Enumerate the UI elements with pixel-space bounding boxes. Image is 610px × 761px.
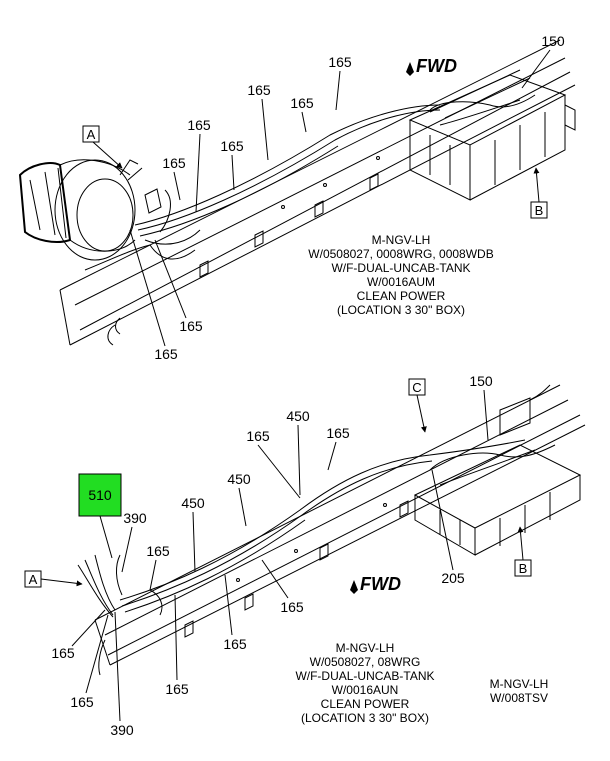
bottom-205-text: 205 bbox=[441, 570, 465, 586]
top-harness bbox=[84, 104, 441, 346]
bottom-caption-line: W/F-DUAL-UNCAB-TANK bbox=[295, 669, 434, 683]
top-165-label: 165 bbox=[187, 117, 211, 133]
bottom-caption-line: W/0016AUN bbox=[332, 683, 399, 697]
bottom-165-label: 165 bbox=[146, 543, 170, 559]
bottom-165-label: 165 bbox=[165, 681, 189, 697]
top-battery-box bbox=[408, 69, 576, 201]
bottom-390-label: 390 bbox=[110, 722, 134, 738]
bottom-165-label: 165 bbox=[246, 428, 270, 444]
top-165-label: 165 bbox=[290, 95, 314, 111]
bottom-caption-line: (LOCATION 3 30" BOX) bbox=[301, 711, 429, 725]
bottom-450-label: 450 bbox=[181, 495, 205, 511]
top-label-150: 150 bbox=[521, 33, 565, 89]
bottom-150-text: 150 bbox=[469, 373, 493, 389]
top-caption: M-NGV-LH W/0508027, 0008WRG, 0008WDB W/F… bbox=[308, 233, 493, 317]
bottom-box-a-label: A bbox=[29, 572, 38, 587]
bottom-165-label: 165 bbox=[51, 645, 75, 661]
top-165-label: 165 bbox=[220, 138, 244, 154]
bottom-fwd-text: FWD bbox=[360, 574, 401, 594]
bottom-box-c-label: C bbox=[412, 380, 421, 395]
bottom-callout-b: B bbox=[514, 526, 532, 577]
top-callout-a: A bbox=[82, 125, 123, 169]
top-fwd-label: FWD bbox=[406, 56, 457, 76]
top-165-label: 165 bbox=[328, 54, 352, 70]
bottom-battery-box bbox=[413, 384, 582, 556]
top-165-label: 165 bbox=[154, 346, 178, 362]
bottom-callout-c: C bbox=[408, 378, 427, 433]
top-box-b-label: B bbox=[535, 203, 544, 218]
top-165-label: 165 bbox=[247, 82, 271, 98]
top-fwd-text: FWD bbox=[416, 56, 457, 76]
bottom-165-label: 165 bbox=[280, 599, 304, 615]
top-caption-line: (LOCATION 3 30" BOX) bbox=[337, 303, 465, 317]
top-165-label: 165 bbox=[179, 318, 203, 334]
bottom-450-label: 450 bbox=[286, 408, 310, 424]
bottom-part-labels: 390 390 450 450 450 165 165 165 165 165 … bbox=[51, 408, 350, 738]
top-callout-b: B bbox=[530, 167, 548, 219]
top-caption-line: W/F-DUAL-UNCAB-TANK bbox=[331, 261, 470, 275]
top-caption-line: CLEAN POWER bbox=[357, 289, 446, 303]
top-caption-line: W/0016AUM bbox=[367, 275, 435, 289]
bottom-390-label: 390 bbox=[123, 510, 147, 526]
bottom-caption-right: M-NGV-LH W/008TSV bbox=[490, 677, 549, 705]
top-150-text: 150 bbox=[541, 33, 565, 49]
top-leader-lines bbox=[129, 70, 341, 347]
bottom-label-205: 205 bbox=[431, 469, 465, 586]
top-part-labels: 165 165 165 165 165 165 165 165 bbox=[154, 54, 352, 362]
bottom-highlight-510[interactable]: 510 bbox=[78, 473, 122, 559]
top-frame-rail bbox=[59, 39, 576, 346]
bottom-165-label: 165 bbox=[326, 425, 350, 441]
bottom-harness bbox=[77, 439, 526, 676]
highlight-510-label: 510 bbox=[88, 487, 112, 503]
bottom-caption-line: M-NGV-LH bbox=[336, 641, 395, 655]
bottom-165-label: 165 bbox=[223, 636, 247, 652]
bottom-caption-right-line: M-NGV-LH bbox=[490, 677, 549, 691]
bottom-box-b-label: B bbox=[519, 561, 528, 576]
bottom-caption-line: CLEAN POWER bbox=[321, 697, 410, 711]
bottom-165-label: 165 bbox=[70, 694, 94, 710]
bottom-caption-right-line: W/008TSV bbox=[490, 691, 548, 705]
bottom-caption-line: W/0508027, 08WRG bbox=[310, 655, 421, 669]
bottom-450-label: 450 bbox=[227, 471, 251, 487]
bottom-label-150: 150 bbox=[469, 373, 493, 441]
bottom-caption: M-NGV-LH W/0508027, 08WRG W/F-DUAL-UNCAB… bbox=[295, 641, 434, 725]
top-box-a-label: A bbox=[87, 127, 96, 142]
top-engine bbox=[18, 159, 162, 261]
top-165-label: 165 bbox=[162, 155, 186, 171]
top-caption-line: W/0508027, 0008WRG, 0008WDB bbox=[308, 247, 493, 261]
bottom-fwd-label: FWD bbox=[350, 574, 401, 594]
top-caption-line: M-NGV-LH bbox=[372, 233, 431, 247]
bottom-callout-a: A bbox=[24, 570, 83, 588]
bottom-leader-lines bbox=[71, 424, 337, 722]
